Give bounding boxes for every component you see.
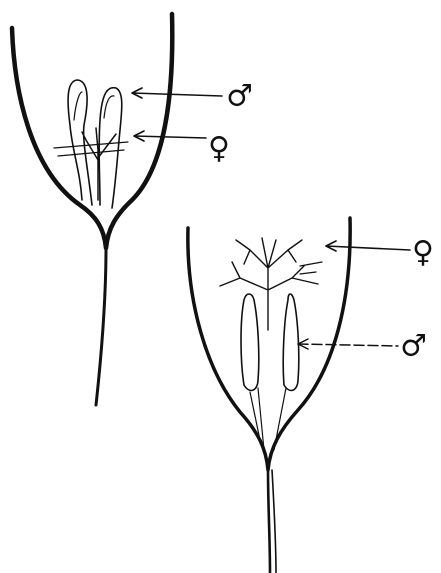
right-stamen-left bbox=[241, 294, 259, 390]
right-floret: ♀ ♂ bbox=[188, 218, 434, 573]
right-stalk-2 bbox=[272, 470, 276, 573]
left-stamen-1 bbox=[68, 80, 92, 205]
left-female-arrow bbox=[134, 131, 206, 141]
left-stamen-2 bbox=[99, 88, 122, 208]
right-female-arrow bbox=[326, 241, 410, 251]
left-male-arrow bbox=[132, 88, 222, 98]
left-female-symbol: ♀ bbox=[208, 131, 230, 166]
left-corolla bbox=[12, 14, 172, 248]
right-male-symbol: ♂ bbox=[400, 329, 427, 364]
left-stalk bbox=[96, 248, 106, 405]
right-stigma bbox=[220, 238, 318, 330]
right-female-symbol: ♀ bbox=[412, 235, 434, 270]
right-stalk bbox=[268, 470, 270, 573]
left-stamen-inner bbox=[74, 92, 114, 120]
right-filaments bbox=[250, 388, 286, 450]
right-male-arrow bbox=[298, 344, 398, 346]
left-floret: ♂ ♀ bbox=[12, 14, 253, 405]
right-stamen-right bbox=[283, 294, 299, 390]
left-male-symbol: ♂ bbox=[226, 79, 253, 114]
right-stigma-dashes bbox=[300, 262, 322, 274]
